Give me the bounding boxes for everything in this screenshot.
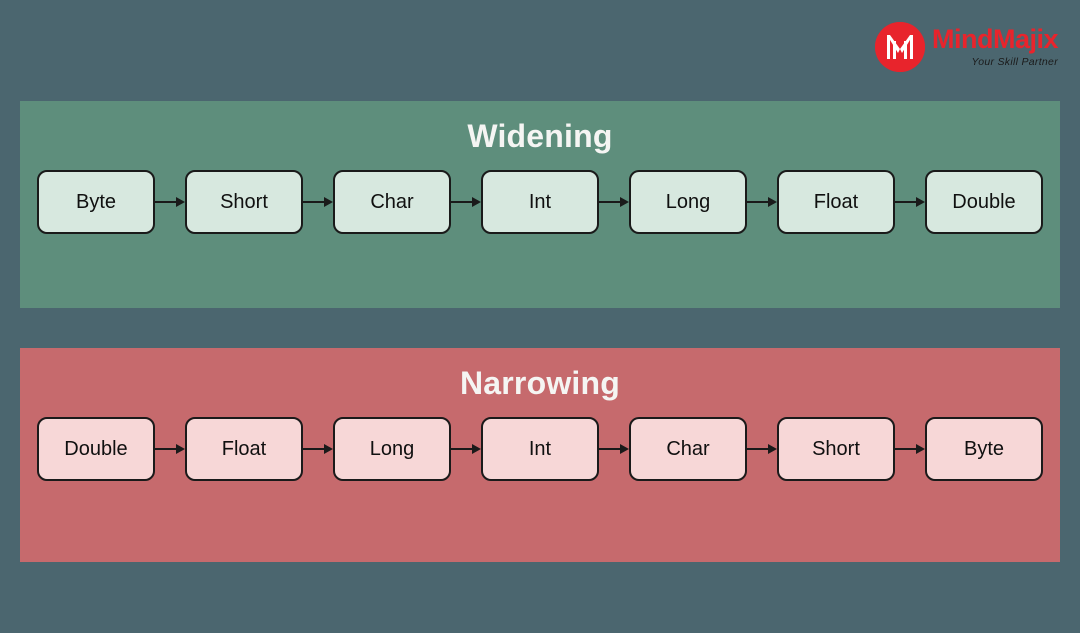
node-widening-6[interactable]: Double [925,170,1043,234]
arrow-right-icon [895,442,925,456]
node-narrowing-2[interactable]: Long [333,417,451,481]
node-narrowing-1[interactable]: Float [185,417,303,481]
node-narrowing-3[interactable]: Int [481,417,599,481]
node-narrowing-5[interactable]: Short [777,417,895,481]
arrow-right-icon [599,442,629,456]
panel-widening: Widening Byte Short Char Int Long Float … [20,101,1060,308]
brand-name-part1: Mind [931,24,993,55]
mindmajix-mark-icon [874,22,925,72]
arrow-right-icon [599,195,629,209]
arrow-right-icon [303,442,333,456]
panel-narrowing-title: Narrowing [459,365,621,401]
node-narrowing-4[interactable]: Char [629,417,747,481]
arrow-right-icon [747,195,777,209]
widening-flow: Byte Short Char Int Long Float Double [20,170,1060,234]
node-widening-4[interactable]: Long [629,170,747,234]
brand-tagline: Your Skill Partner [971,56,1058,69]
brand-name-part2: Majix [992,24,1059,55]
narrowing-flow: Double Float Long Int Char Short Byte [20,417,1060,481]
node-widening-5[interactable]: Float [777,170,895,234]
node-narrowing-0[interactable]: Double [37,417,155,481]
brand-logo: MindMajix Your Skill Partner [874,22,1059,72]
node-widening-3[interactable]: Int [481,170,599,234]
brand-text: MindMajix Your Skill Partner [931,24,1059,69]
arrow-right-icon [303,195,333,209]
panel-widening-title: Widening [467,118,613,154]
node-widening-1[interactable]: Short [185,170,303,234]
panel-narrowing: Narrowing Double Float Long Int Char Sho… [20,348,1060,562]
arrow-right-icon [747,442,777,456]
arrow-right-icon [155,195,185,209]
node-narrowing-6[interactable]: Byte [925,417,1043,481]
arrow-right-icon [451,195,481,209]
arrow-right-icon [451,442,481,456]
node-widening-0[interactable]: Byte [37,170,155,234]
brand-name: MindMajix [931,24,1059,55]
arrow-right-icon [895,195,925,209]
node-widening-2[interactable]: Char [333,170,451,234]
arrow-right-icon [155,442,185,456]
